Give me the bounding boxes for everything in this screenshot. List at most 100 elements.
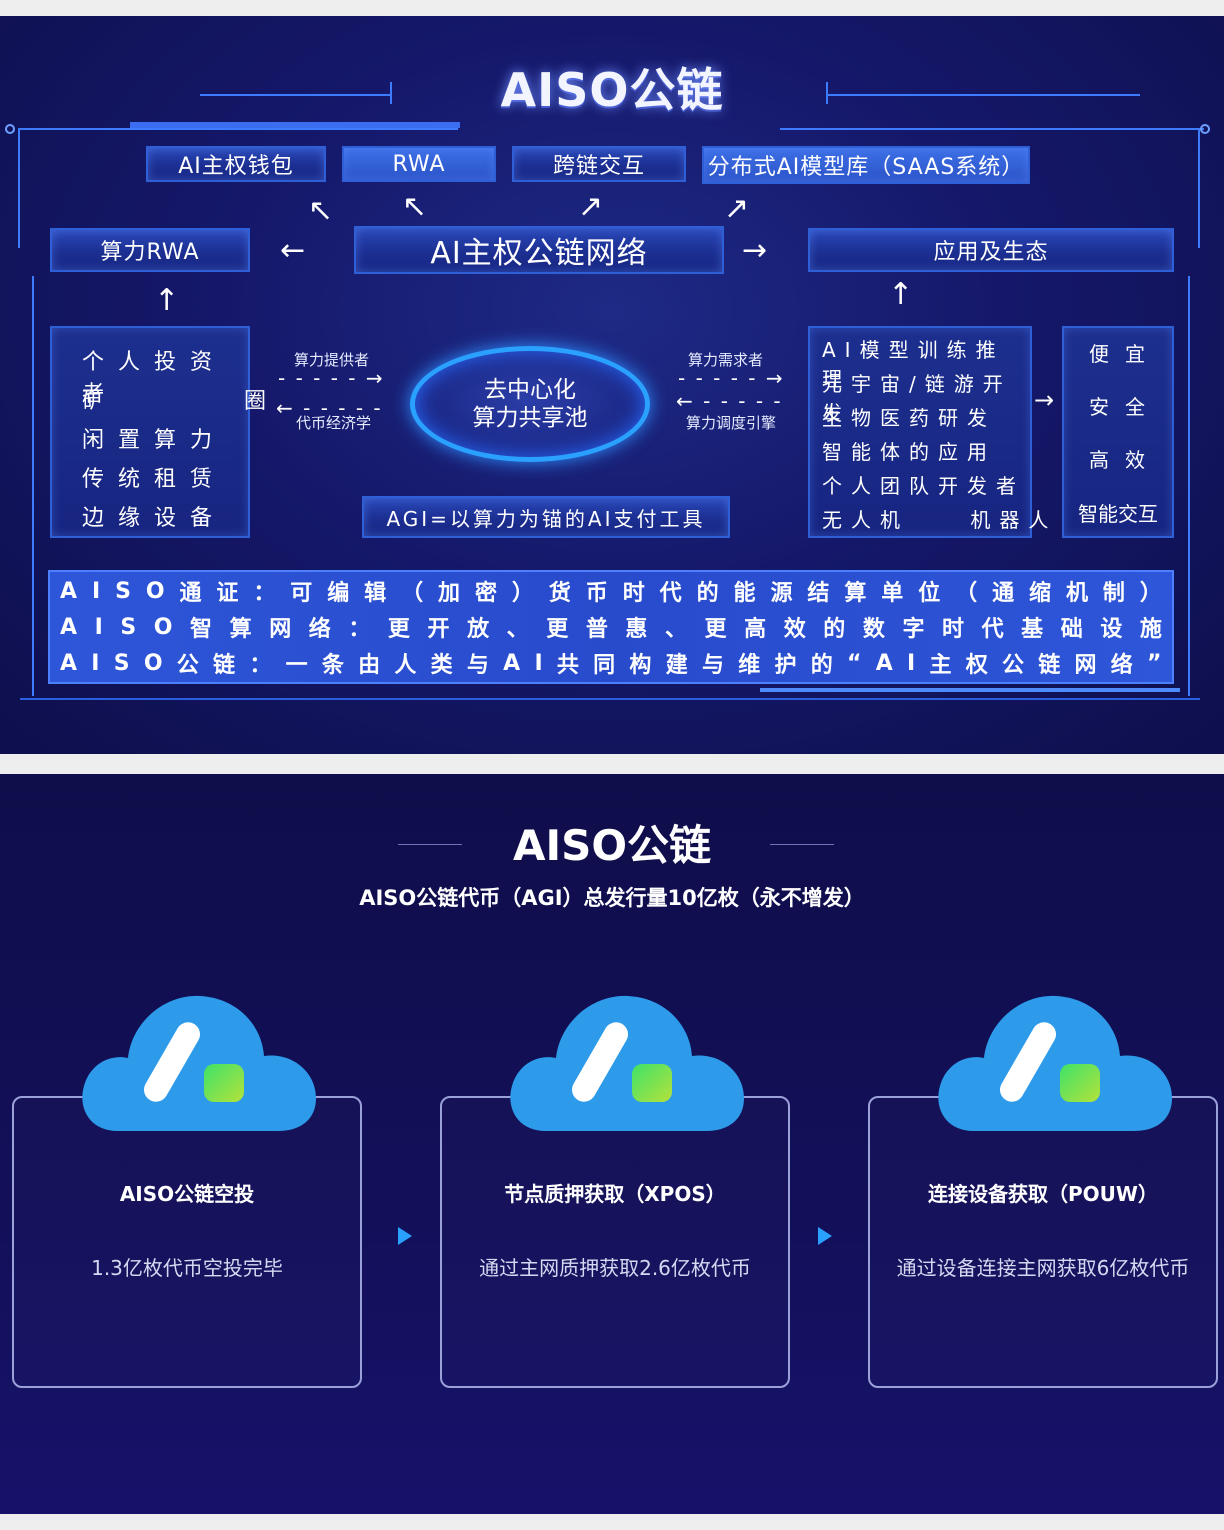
summary-char: 权 [965, 653, 988, 678]
panel1-title: AISO公链 [500, 63, 724, 117]
benefits-list: 便宜 安全 高效 智能交互 [1062, 326, 1174, 538]
feature-cross-chain[interactable]: 跨链交互 [512, 146, 686, 182]
applications-list: AI模型训练推理 元宇宙/链游开发 生物医药研发 智能体的应用 个人团队开发者 … [808, 326, 1048, 538]
pool-line2: 算力共享池 [472, 405, 588, 431]
card-text: 1.3亿枚代币空投完毕 [91, 1256, 283, 1280]
box-label: 应用及生态 [933, 240, 1049, 265]
summary-char: 字 [902, 617, 925, 642]
summary-char: S [113, 650, 130, 676]
summary-char: 一 [285, 653, 308, 678]
box-label: AI主权公链网络 [430, 236, 648, 271]
summary-char: 加 [438, 581, 461, 606]
list-item: 矿 圈 [82, 389, 280, 414]
summary-char: 单 [881, 581, 904, 606]
dashed-arrow-right-icon: - - - - - → [678, 366, 785, 390]
frame-upper-line [780, 128, 1204, 130]
card-node-staking[interactable]: 节点质押获取（XPOS） 通过主网质押获取2.6亿枚代币 [440, 1096, 790, 1388]
summary-char: 网 [269, 617, 292, 642]
frame-left-edge [32, 276, 34, 696]
feature-rwa[interactable]: RWA [342, 146, 496, 182]
agi-definition-box: AGI=以算力为锚的AI支付工具 [362, 496, 730, 538]
summary-char: 共 [556, 653, 579, 678]
arrow-up-right-icon: ↗ [724, 191, 750, 226]
list-item: 高效 [1089, 448, 1161, 472]
cloud-icon [938, 995, 1172, 1131]
summary-char: “ [847, 650, 862, 676]
list-item: 智能交互 [1078, 502, 1158, 526]
summary-char: ： [348, 617, 371, 642]
summary-char: 货 [548, 581, 571, 606]
summary-char: 效 [783, 617, 806, 642]
summary-char: 缩 [1029, 581, 1052, 606]
list-item: 闲置算力 [82, 428, 227, 453]
card-title: 连接设备获取（POUW） [928, 1182, 1158, 1206]
scheduler-label: 算力调度引擎 [686, 414, 777, 432]
summary-char: I [534, 650, 543, 676]
summary-char: 、 [506, 617, 529, 642]
summary-char: 高 [744, 617, 767, 642]
feature-ai-model-library[interactable]: 分布式AI模型库（SAAS系统） [702, 146, 1030, 184]
summary-char: 人 [394, 653, 417, 678]
list-item: 智能体的应用 [822, 440, 996, 464]
feature-label: 分布式AI模型库（SAAS系统） [707, 155, 1025, 180]
panel2-title: AISO公链 [512, 821, 712, 870]
frame-top-glow [130, 122, 460, 128]
summary-char: 结 [807, 581, 830, 606]
frame-tick [390, 82, 392, 104]
list-item: 安全 [1089, 395, 1161, 419]
agi-label: AGI=以算力为锚的AI支付工具 [386, 506, 706, 531]
summary-char: 开 [427, 617, 450, 642]
summary-char: 护 [774, 653, 797, 678]
summary-char: 证 [216, 581, 239, 606]
summary-char: 与 [701, 653, 724, 678]
arrow-up-icon: ↑ [888, 277, 914, 312]
summary-char: A [60, 650, 78, 676]
summary-char: 的 [823, 617, 846, 642]
summary-char: 础 [1060, 617, 1083, 642]
summary-char: I [91, 650, 100, 676]
card-title: AISO公链空投 [119, 1182, 255, 1206]
summary-char: 数 [862, 617, 885, 642]
card-title: 节点质押获取（XPOS） [504, 1182, 726, 1206]
box-applications-ecosystem[interactable]: 应用及生态 [808, 228, 1174, 272]
summary-char: ） [1139, 581, 1162, 606]
feature-label: 跨链交互 [552, 154, 645, 179]
pool-line1: 去中心化 [484, 377, 576, 403]
dashed-arrow-right-icon: - - - - - → [278, 366, 385, 390]
summary-char: 公 [1001, 653, 1024, 678]
summary-char: 通 [179, 581, 202, 606]
arrow-up-right-icon: ↗ [578, 189, 604, 224]
summary-char: 机 [1065, 581, 1088, 606]
feature-label: RWA [392, 151, 446, 177]
feature-ai-wallet[interactable]: AI主权钱包 [146, 146, 326, 182]
cloud-icon [510, 995, 744, 1131]
dashed-arrow-left-icon: ← - - - - - [676, 389, 783, 413]
summary-char: A [875, 650, 893, 676]
summary-char: 的 [696, 581, 719, 606]
box-compute-rwa[interactable]: 算力RWA [50, 228, 250, 272]
summary-char: 时 [622, 581, 645, 606]
summary-char: 施 [1139, 617, 1162, 642]
frame-bottom-line [20, 698, 1200, 700]
summary-char: 链 [213, 653, 236, 678]
summary-char: 算 [844, 581, 867, 606]
summary-char: O [145, 578, 165, 604]
compute-providers-list: 个人投资者 矿 圈 闲置算力 传统租赁 边缘设备 [50, 326, 280, 538]
card-airdrop[interactable]: AISO公链空投 1.3亿枚代币空投完毕 [12, 1096, 362, 1388]
frame-corner-dot [5, 124, 15, 134]
summary-char: 络 [308, 617, 331, 642]
box-ai-sovereign-network[interactable]: AI主权公链网络 [354, 226, 724, 274]
play-arrow-icon [398, 1227, 412, 1245]
play-arrow-icon [818, 1227, 832, 1245]
summary-char: 位 [918, 581, 941, 606]
summary-char: 源 [770, 581, 793, 606]
summary-char: 密 [474, 581, 497, 606]
summary-char: 智 [190, 617, 213, 642]
card-text: 通过主网质押获取2.6亿枚代币 [479, 1256, 751, 1280]
arrow-left-icon: ← [280, 233, 306, 268]
dashed-arrow-left-icon: ← - - - - - [276, 396, 383, 420]
card-device-connection[interactable]: 连接设备获取（POUW） 通过设备连接主网获取6亿枚代币 [868, 1096, 1218, 1388]
summary-char: A [60, 614, 78, 640]
